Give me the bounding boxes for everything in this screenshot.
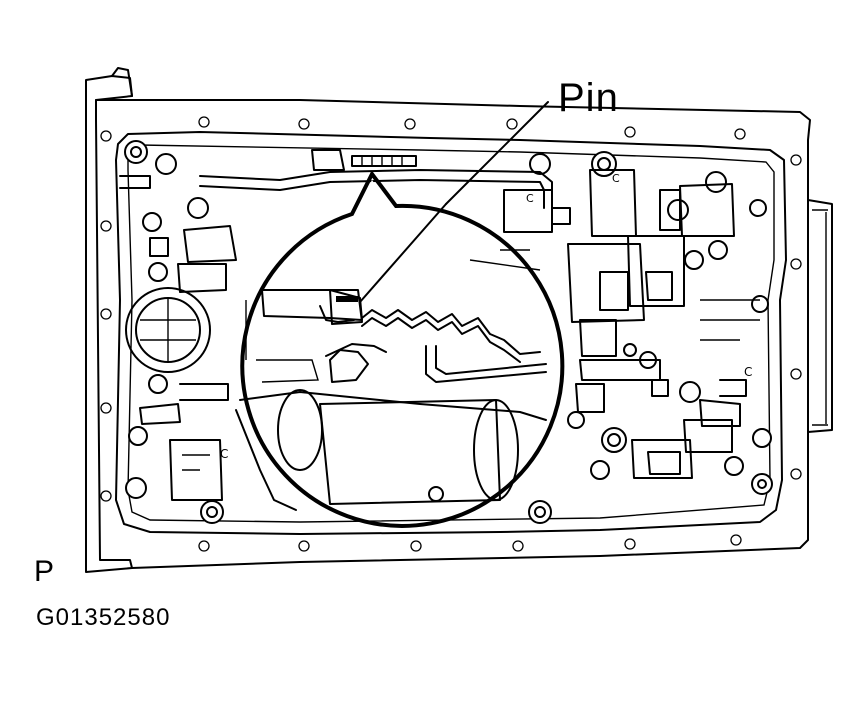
- pin-leader: [359, 101, 549, 303]
- pin-marker: [336, 296, 358, 302]
- case-bolt-holes: [100, 116, 802, 552]
- valve-body-outline: [115, 131, 787, 535]
- svg-text:C: C: [744, 365, 752, 379]
- detail-contents: [235, 249, 547, 511]
- svg-text:C: C: [612, 172, 620, 185]
- manual-valve-port: [125, 287, 211, 373]
- valve-body-bolts: [124, 140, 773, 524]
- left-valve-components: C: [119, 175, 237, 501]
- detail-magnifier: [240, 170, 565, 528]
- svg-text:C: C: [220, 447, 228, 461]
- transmission-case-outline: [85, 67, 833, 573]
- figure-id: G01352580: [36, 604, 171, 631]
- pin-callout-label: Pin: [558, 76, 619, 120]
- svg-text:C: C: [526, 192, 534, 205]
- view-marker: P: [34, 555, 55, 588]
- right-valve-components: C C C: [503, 169, 760, 479]
